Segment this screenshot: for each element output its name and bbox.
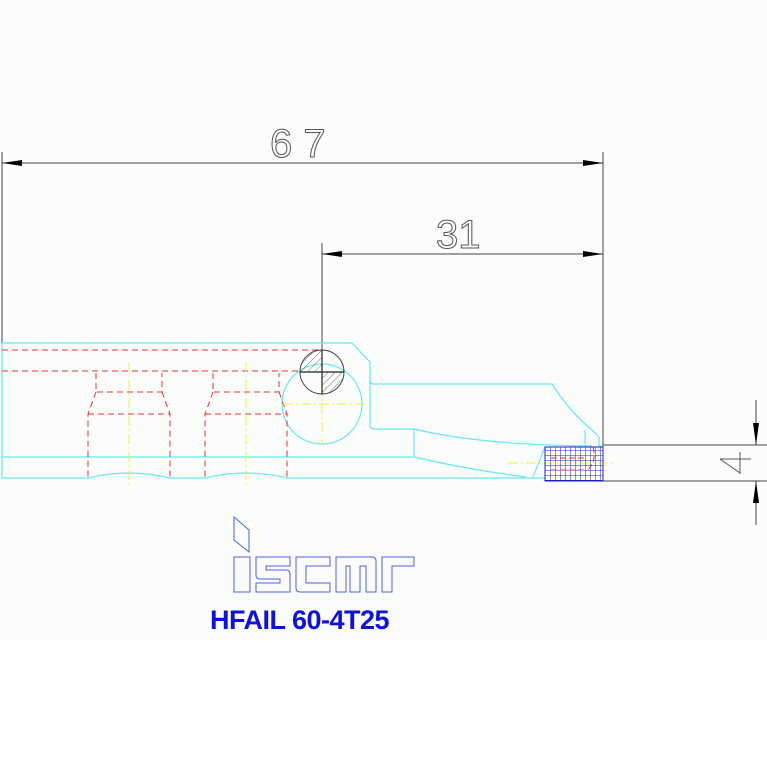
dimension-31-label: 31 <box>436 213 481 257</box>
dimension-4-label <box>719 452 751 474</box>
pin-section-symbol <box>299 349 345 395</box>
hidden-lines <box>2 349 322 478</box>
dimension-67 <box>1 152 604 480</box>
dimension-4 <box>603 400 767 525</box>
drawing-sheet <box>0 0 767 641</box>
insert-outline <box>1 342 603 479</box>
iscar-logo <box>233 515 415 593</box>
model-label: HFAIL 60-4T25 <box>210 605 390 635</box>
dimension-67-label: 6 7 <box>270 122 326 166</box>
cutting-tip <box>544 446 604 482</box>
dimension-31 <box>321 243 603 390</box>
center-lines <box>128 362 615 486</box>
